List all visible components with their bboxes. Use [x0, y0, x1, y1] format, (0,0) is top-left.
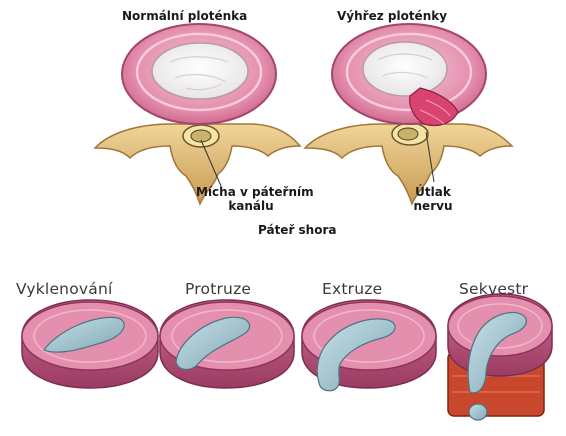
spinal-cord-label: Mícha v páteřním kanálu: [196, 185, 306, 213]
nerve-label-line2: nervu: [408, 199, 458, 213]
herniated-disc-title: Výhřez ploténky: [337, 9, 447, 23]
view-caption: Páteř shora: [258, 223, 337, 237]
spinal-cord-label-line1: Mícha v páteřním: [196, 185, 306, 199]
disc-nucleus-left: [152, 43, 248, 99]
stage-protrusion-illustration: [160, 300, 294, 388]
stage-label-bulging: Vyklenování: [16, 280, 113, 298]
stage-label-protrusion: Protruze: [185, 280, 251, 298]
spinal-cord-right: [398, 128, 418, 140]
hernia-disc-group: [305, 24, 512, 204]
spinal-cord-label-line2: kanálu: [196, 199, 306, 213]
stage-bulging-illustration: [22, 300, 158, 388]
stage-label-extrusion: Extruze: [322, 280, 382, 298]
stage-sequestration-illustration: [448, 294, 552, 420]
nerve-compression-label: Útlak nervu: [408, 185, 458, 213]
nerve-label-line1: Útlak: [408, 185, 458, 199]
disc-nucleus-right: [363, 42, 447, 96]
normal-disc-group: [95, 24, 300, 204]
normal-disc-title: Normální ploténka: [122, 9, 247, 23]
stage-extrusion-illustration: [302, 300, 436, 391]
stage-label-sequestration: Sekvestr: [459, 280, 528, 298]
